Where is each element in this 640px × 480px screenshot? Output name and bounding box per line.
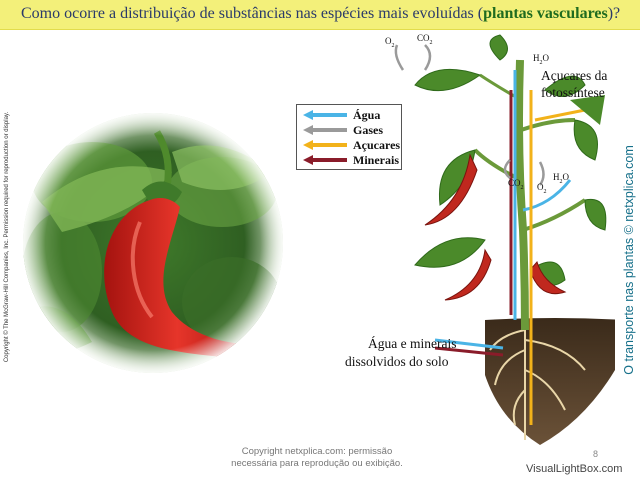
copyright-vertical: Copyright © The McGraw-Hill Companies, I… [2, 102, 12, 372]
page-number: 8 [593, 449, 599, 459]
legend-label-minerals: Minerais [353, 153, 399, 167]
label-co2-top: CO2 [417, 33, 433, 46]
title-bold: plantas vasculares [483, 5, 608, 22]
mineral-arrows [434, 90, 513, 357]
leaf-callout [570, 95, 605, 125]
legend-label-sugars: Açucares [353, 138, 401, 152]
label-sugars-line1: Açucares da [541, 68, 608, 83]
legend-item-sugars: Açucares [303, 138, 401, 152]
label-soil-line2: dissolvidos do solo [345, 354, 449, 369]
footer: Copyright netxplica.com: permissão neces… [222, 446, 412, 470]
sugar-arrows [529, 90, 586, 425]
arrow-left-icon [303, 140, 347, 150]
legend-item-minerals: Minerais [303, 153, 399, 167]
title-suffix: )? [607, 5, 621, 22]
arrow-left-icon [303, 155, 347, 165]
legend-item-water: Água [303, 108, 399, 122]
plant-diagram [394, 34, 615, 445]
footer-line1: Copyright netxplica.com: permissão [241, 446, 393, 457]
legend: Água Gases Açucares Minerais [296, 104, 402, 170]
soil [485, 318, 615, 445]
label-o2-mid: O2 [537, 182, 547, 195]
label-o2-top: O2 [385, 36, 395, 49]
title-prefix: Como ocorre a distribuição de substância… [21, 5, 484, 22]
arrow-left-icon [303, 110, 347, 120]
copyright-vertical-text: Copyright © The McGraw-Hill Companies, I… [4, 111, 10, 363]
legend-item-gases: Gases [303, 123, 399, 137]
label-h2o-top: H2O [533, 53, 549, 66]
gas-arrows [394, 44, 545, 186]
stem [515, 59, 529, 331]
footer-line2: necessária para reprodução ou exibição. [231, 458, 403, 469]
pepper-photo [23, 113, 283, 373]
watermark: VisualLightBox.com [526, 463, 623, 475]
peppers [424, 153, 567, 301]
label-sugars-line2: fotossíntese [541, 85, 605, 100]
water-arrows [434, 70, 572, 350]
arrow-left-icon [303, 125, 347, 135]
side-vertical-text: O transporte nas plantas © netxplica.com [622, 145, 636, 375]
roots [489, 325, 586, 440]
legend-label-water: Água [353, 108, 381, 122]
label-soil-line1: Água e minerais [368, 336, 457, 351]
title-bar: Como ocorre a distribuição de substância… [0, 0, 640, 30]
label-co2-mid: CO2 [508, 178, 524, 191]
label-h2o-mid: H2O [553, 172, 569, 185]
side-vertical: O transporte nas plantas © netxplica.com [618, 145, 640, 374]
slide-title: Como ocorre a distribuição de substância… [21, 5, 620, 23]
legend-label-gases: Gases [353, 123, 383, 137]
